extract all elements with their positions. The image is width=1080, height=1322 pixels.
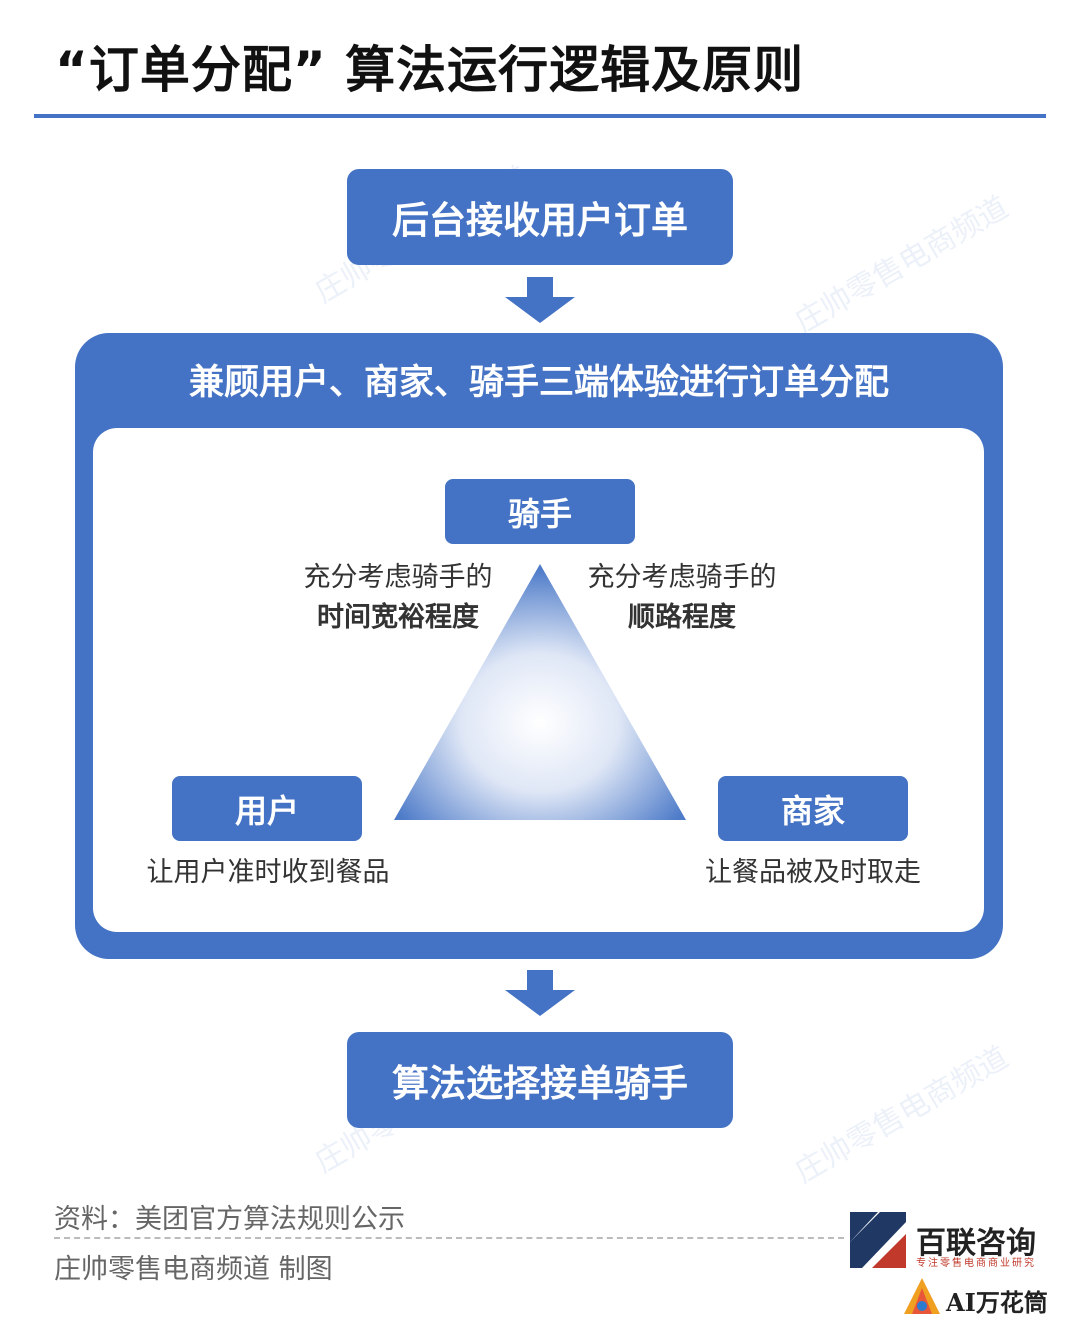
role-merchant-label: 商家	[780, 791, 845, 830]
role-user: 用户	[172, 776, 362, 841]
step-select-rider-label: 算法选择接单骑手	[392, 1062, 688, 1105]
rider-route-note-line1: 充分考虑骑手的	[587, 562, 777, 593]
balance-triangle	[394, 564, 686, 820]
watermark: 庄帅零售电商频道	[789, 1039, 1015, 1191]
rider-route-note-line2: 顺路程度	[628, 602, 736, 633]
role-rider: 骑手	[445, 479, 635, 544]
down-arrow-icon	[505, 970, 575, 1016]
rider-route-note: 充分考虑骑手的 顺路程度	[564, 558, 800, 638]
footer-divider	[54, 1237, 844, 1239]
user-note: 让用户准时收到餐品	[146, 857, 390, 888]
credit-note: 庄帅零售电商频道 制图	[54, 1254, 333, 1285]
down-arrow-icon	[505, 277, 575, 323]
page-title: “订单分配” 算法运行逻辑及原则	[55, 41, 805, 99]
merchant-note: 让餐品被及时取走	[705, 857, 921, 888]
watermark: 庄帅零售电商频道	[789, 189, 1015, 341]
role-user-label: 用户	[234, 791, 299, 830]
role-rider-label: 骑手	[507, 494, 572, 533]
role-merchant: 商家	[718, 776, 908, 841]
brand-tagline: 专注零售电商商业研究	[916, 1258, 1036, 1269]
ai-logo-icon	[904, 1278, 940, 1314]
step-receive-order-label: 后台接收用户订单	[392, 199, 688, 242]
brand-name: 百联咨询	[916, 1226, 1036, 1261]
step-receive-order: 后台接收用户订单	[347, 169, 733, 265]
frame-title: 兼顾用户、商家、骑手三端体验进行订单分配	[188, 363, 889, 403]
rider-time-note-line2: 时间宽裕程度	[317, 602, 479, 633]
source-note: 资料：美团官方算法规则公示	[54, 1204, 405, 1235]
ai-label: AI万花筒	[946, 1288, 1048, 1317]
rider-time-note: 充分考虑骑手的 时间宽裕程度	[280, 558, 516, 638]
rider-time-note-line1: 充分考虑骑手的	[303, 562, 493, 593]
title-divider	[34, 114, 1046, 118]
brand-logo-icon	[850, 1212, 906, 1268]
step-select-rider: 算法选择接单骑手	[347, 1032, 733, 1128]
